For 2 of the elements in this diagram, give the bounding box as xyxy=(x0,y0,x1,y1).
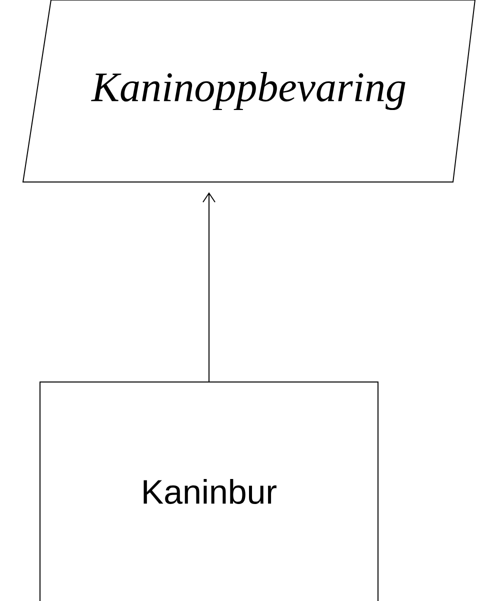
arrow xyxy=(202,192,216,382)
process-box: Kaninbur xyxy=(40,382,378,601)
